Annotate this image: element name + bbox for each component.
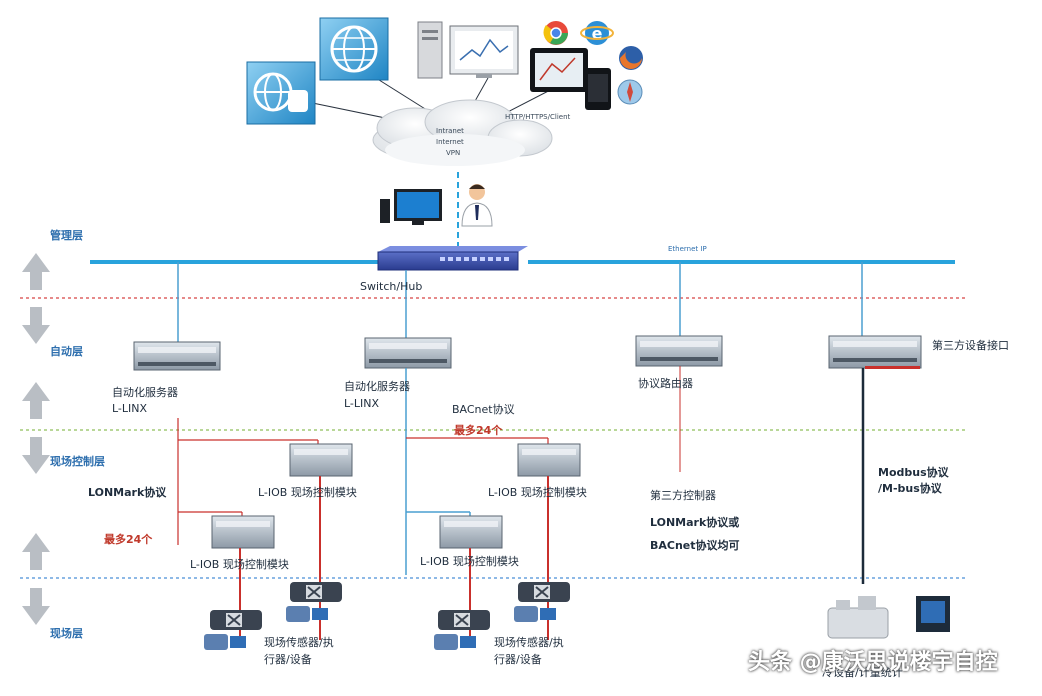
globe-database-icon [246, 61, 316, 125]
layer-label-field-control: 现场控制层 [50, 455, 105, 468]
down-arrow-icon [22, 307, 50, 344]
max-24-label: 最多24个 [104, 533, 153, 546]
mbus-label: /M-bus协议 [878, 482, 942, 495]
watermark: 头条 @康沃思说楼宇自控 [748, 650, 998, 675]
svg-text:e: e [592, 24, 603, 43]
cloud-label-internet: Internet [436, 138, 464, 146]
client-protocol-label: HTTP/HTTPS/Client [505, 113, 571, 121]
third-party-controller-label: 第三方控制器 [650, 489, 716, 502]
l-iob-label: L-IOB 现场控制模块 [258, 486, 357, 499]
l-iob-module [211, 515, 275, 549]
protocol-router-device [635, 335, 723, 367]
field-actuator-icon [204, 610, 262, 650]
third-party-interface-label: 第三方设备接口 [932, 339, 1009, 352]
tablet-icon [530, 48, 588, 92]
l-iob-label: L-IOB 现场控制模块 [420, 555, 519, 568]
layer-label-management: 管理层 [50, 229, 83, 242]
layer-label-automation: 自动层 [50, 345, 83, 358]
field-actuator-icon [514, 582, 570, 622]
l-iob-label: L-IOB 现场控制模块 [488, 486, 587, 499]
up-arrow-icon [22, 253, 50, 290]
bacnet-label: BACnet协议 [452, 403, 515, 416]
modbus-label: Modbus协议 [878, 466, 949, 479]
workstation-icon [417, 21, 519, 79]
third-party-interface-device [828, 335, 922, 369]
field-actuator-icon [286, 582, 342, 622]
field-device-label: 现场传感器/执 [264, 636, 334, 649]
third-party-lonmark-label: LONMark协议或 [650, 516, 740, 529]
admin-computer-icon [380, 189, 442, 225]
l-iob-label: L-IOB 现场控制模块 [190, 558, 289, 571]
up-arrow-icon [22, 533, 50, 570]
cloud-icon [372, 99, 553, 166]
server2-model: L-LINX [344, 397, 380, 410]
operator-icon [461, 184, 493, 227]
server1-model: L-LINX [112, 402, 148, 415]
router-name: 协议路由器 [638, 377, 693, 390]
switch-hub-icon [377, 246, 528, 271]
l-iob-module [289, 443, 353, 477]
down-arrow-icon [22, 588, 50, 625]
meter-label: 冷设备/计量统计 [822, 666, 903, 679]
ie-icon: e [580, 21, 614, 45]
max-24-label: 最多24个 [454, 424, 503, 437]
third-party-bacnet-label: BACnet协议均可 [650, 539, 740, 552]
globe-icon [319, 17, 389, 81]
lonmark-label: LONMark协议 [88, 486, 167, 499]
cloud-label-vpn: VPN [446, 149, 461, 157]
field-device-label: 现场传感器/执 [494, 636, 564, 649]
l-iob-module [439, 515, 503, 549]
cloud-label-intranet: Intranet [436, 127, 464, 135]
meter-panel-icon [916, 596, 950, 632]
chiller-equipment-icon [827, 596, 889, 639]
switch-hub-label: Switch/Hub [360, 280, 423, 293]
server1-name: 自动化服务器 [112, 386, 178, 399]
safari-icon [617, 79, 643, 105]
field-actuator-icon [434, 610, 490, 650]
firefox-icon [619, 46, 643, 70]
automation-server-device [364, 337, 452, 369]
field-device-label: 行器/设备 [264, 653, 312, 666]
server2-name: 自动化服务器 [344, 380, 410, 393]
up-arrow-icon [22, 382, 50, 419]
chrome-icon [543, 21, 568, 45]
ethernet-label: Ethernet IP [668, 245, 707, 253]
layer-label-field-device: 现场层 [50, 627, 83, 640]
down-arrow-icon [22, 437, 50, 474]
l-iob-module [517, 443, 581, 477]
field-device-label: 行器/设备 [494, 653, 542, 666]
phone-icon [585, 68, 611, 110]
automation-server-device [133, 341, 221, 371]
